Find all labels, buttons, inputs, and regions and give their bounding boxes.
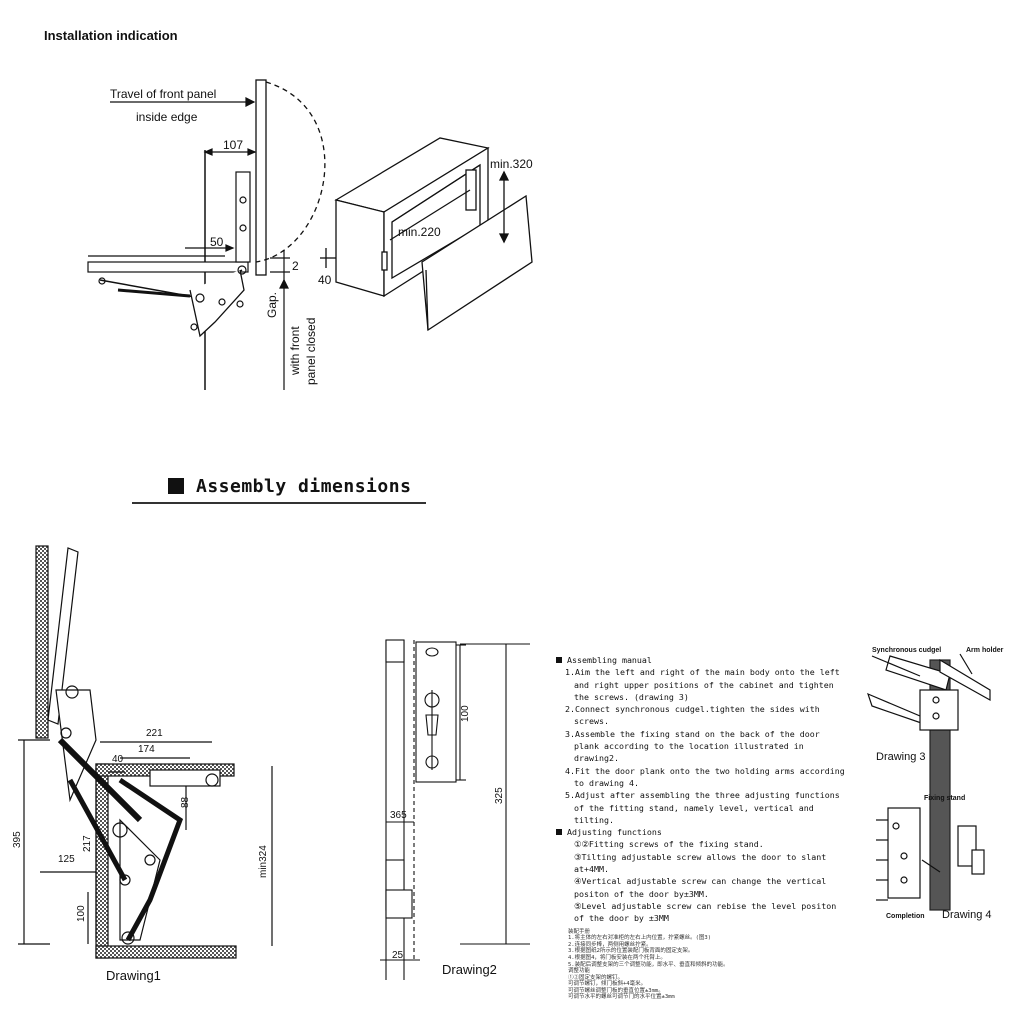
assembling-manual-heading: Assembling manual	[556, 654, 846, 666]
manual-step-5: 5.Adjust after assembling the three adju…	[565, 790, 840, 825]
installation-title: Installation indication	[44, 28, 178, 43]
d1-dim-88: 88	[180, 796, 191, 808]
travel-label-1: Travel of front panel	[110, 87, 216, 101]
d1-dim-221: 221	[146, 728, 163, 739]
drawing3-label: Drawing 3	[876, 751, 926, 763]
d4-completion-label: Completion	[886, 913, 925, 920]
dim-107: 107	[223, 138, 243, 152]
cn-line: 3.根据图纸2所示的位置装配门板背面的固定支架。	[568, 948, 694, 955]
dim-min220: min.220	[398, 225, 441, 239]
d2-dim-325: 325	[494, 787, 505, 804]
d2-dim-365: 365	[390, 810, 407, 821]
travel-label-2: inside edge	[136, 110, 198, 124]
dim-2: 2	[292, 259, 299, 273]
dim-50: 50	[210, 235, 224, 249]
cn-line: 5.装配后调整支架的三个调整功能，即水平、垂直和倾斜的功能。	[568, 961, 729, 968]
cn-line: 1.将主体的左右对准柜的左右上内位置，拧紧螺丝。(图3)	[568, 935, 712, 942]
section-bullet	[168, 478, 184, 494]
panel-closed-label: panel closed	[304, 318, 318, 385]
assembly-title: Assembly dimensions	[196, 476, 412, 497]
drawing2-label: Drawing2	[442, 962, 497, 977]
d1-dim-125: 125	[58, 854, 75, 865]
assembly-manual: Assembling manual 1.Aim the left and rig…	[556, 654, 846, 1001]
dim-min320: min.320	[490, 157, 533, 171]
d4-fixing-label: Fixing stand	[924, 795, 965, 802]
adjust-item-1: ①②Fitting screws of the fixing stand.	[574, 839, 764, 850]
d3-sync-label: Synchronous cudgel	[872, 647, 941, 654]
drawing4-label: Drawing 4	[942, 909, 992, 921]
adjust-item-2: ③Tilting adjustable screw allows the doo…	[574, 851, 827, 875]
cn-line: ①②固定支架的螺钉。	[568, 974, 624, 981]
cn-line: 调整功能	[568, 968, 591, 975]
cn-line: 可调节水平的螺丝可调节门的水平位置±3mm	[568, 994, 675, 1001]
d1-dim-395: 395	[12, 831, 23, 848]
cn-line: 可调节螺丝调整门板的垂直位置±3mm。	[568, 987, 664, 994]
title-underline	[132, 502, 426, 504]
d1-dim-217: 217	[82, 835, 93, 852]
chinese-manual: 装配手册 1.将主体的左右对准柜的左右上内位置，拧紧螺丝。(图3) 2.连接同步…	[556, 929, 846, 1002]
manual-step-4: 4.Fit the door plank onto the two holdin…	[565, 765, 845, 788]
manual-step-1: 1.Aim the left and right of the main bod…	[565, 667, 840, 702]
d1-dim-174: 174	[138, 744, 155, 755]
adjust-item-3: ④Vertical adjustable screw can change th…	[574, 876, 827, 899]
cn-line: 2.连接同步棒，两侧用螺丝拧紧。	[568, 941, 652, 948]
gap-label: Gap.	[265, 292, 279, 318]
cn-line: 可调节螺钉，倾门板斜+4毫米。	[568, 981, 647, 988]
cn-line: 装配手册	[568, 928, 591, 935]
adjusting-functions-heading: Adjusting functions	[556, 826, 846, 838]
with-front-label: with front	[288, 326, 302, 376]
d1-dim-min324: min324	[258, 845, 269, 878]
cn-line: 4.根据图4，将门板安装在两个托臂上。	[568, 954, 666, 961]
d3-arm-label: Arm holder	[966, 647, 1004, 654]
dim-40: 40	[318, 273, 332, 287]
d2-dim-25: 25	[392, 950, 404, 961]
adjust-item-4: ⑤Level adjustable screw can rebise the l…	[574, 900, 837, 924]
drawing1-label: Drawing1	[106, 968, 161, 983]
manual-step-3: 3.Assemble the fixing stand on the back …	[565, 728, 820, 764]
manual-step-2: 2.Connect synchronous cudgel.tighten the…	[565, 704, 820, 727]
d2-dim-100: 100	[460, 705, 471, 722]
d1-dim-100: 100	[76, 905, 87, 922]
d1-dim-40: 40	[112, 754, 124, 765]
